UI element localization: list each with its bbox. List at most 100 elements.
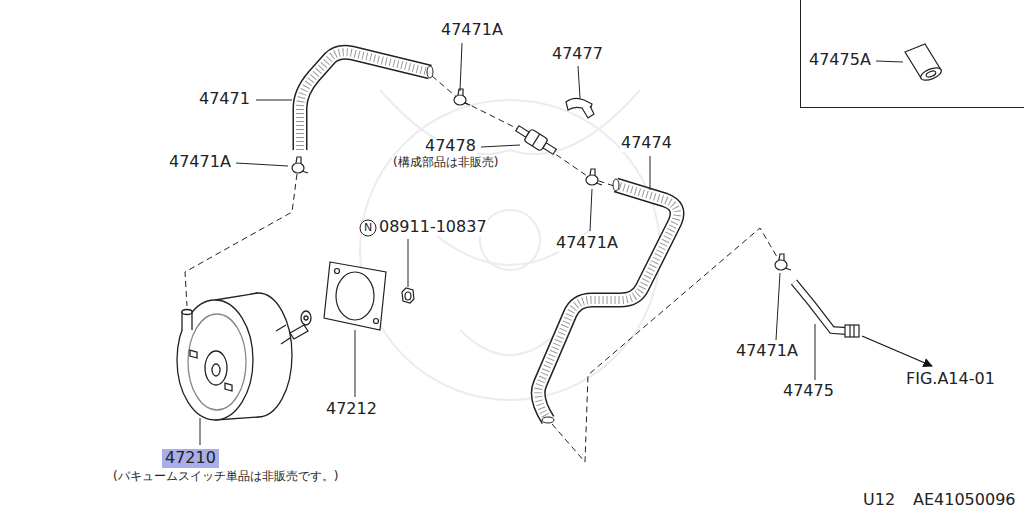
mounting-stud	[190, 350, 197, 358]
pipe-fitting	[845, 325, 859, 337]
hose-body	[538, 185, 677, 420]
leader-line	[408, 239, 409, 287]
push-rod	[290, 325, 308, 339]
part-number: 47471	[198, 91, 251, 108]
booster-bore	[212, 364, 220, 376]
hose-clamps	[292, 89, 791, 270]
figure-reference: FIG.A14-01	[905, 371, 996, 388]
booster-front-shell	[177, 300, 253, 420]
part-number: 47477	[551, 46, 604, 63]
hose-end	[427, 66, 433, 78]
leader-line	[200, 418, 201, 445]
hose-texture	[538, 185, 677, 420]
nut-body	[402, 288, 414, 303]
standard-part-mark: N	[364, 222, 372, 234]
hose-clamp	[775, 254, 791, 270]
hose-end	[613, 179, 619, 191]
watermark-ring	[360, 100, 660, 400]
hose-outline	[300, 52, 430, 150]
rubber-sleeve	[905, 44, 943, 83]
part-number: 47471A	[555, 235, 619, 252]
page-code: U12	[862, 492, 896, 509]
pipe-outline	[794, 282, 846, 331]
leader-line	[256, 100, 292, 101]
nut-bore	[405, 292, 411, 300]
mounting-stud	[225, 383, 232, 391]
inset-panel: 47475A	[800, 0, 1024, 108]
valve-seam	[532, 134, 539, 146]
clevis	[301, 311, 311, 325]
dashed-line	[432, 76, 524, 132]
valve-body	[524, 129, 548, 151]
dashed-line	[185, 174, 297, 306]
gasket-plate	[324, 262, 386, 330]
hose-clip	[566, 98, 594, 118]
leader-line	[815, 324, 816, 380]
pipe-body	[794, 282, 846, 331]
leader-line	[236, 163, 288, 166]
leader-line	[578, 66, 580, 98]
part-number: 47471A	[168, 154, 232, 171]
clamp-tab	[590, 169, 602, 185]
fitting-ridge	[853, 325, 854, 337]
part-number: 47471A	[440, 22, 504, 39]
part-number: 47474	[620, 135, 673, 152]
leader-line	[776, 273, 780, 340]
booster-rib	[188, 314, 246, 410]
hose-clamp	[586, 169, 602, 185]
leader-line	[355, 330, 356, 397]
leader-lines	[200, 43, 903, 445]
leader-line	[876, 61, 903, 62]
gasket-opening	[336, 272, 374, 320]
clevis-hole	[304, 316, 308, 320]
hose-clamp	[454, 89, 470, 105]
sleeve-bore	[925, 70, 936, 78]
watermark-horn	[380, 90, 640, 154]
part-number: 47210	[165, 450, 216, 467]
booster-edge	[215, 293, 258, 300]
hose-texture	[300, 52, 430, 150]
brake-booster	[177, 293, 311, 420]
standard-part-mark	[360, 220, 376, 236]
clamp-tab	[779, 254, 791, 270]
part-number: 47475	[782, 383, 835, 400]
drawing-code: AE41050096	[912, 492, 1017, 509]
leader-line	[590, 189, 592, 231]
sleeve-end	[919, 65, 943, 83]
sale-note: (バキュームスイッチ単品は非販売です。)	[112, 470, 339, 483]
leader-line	[650, 156, 651, 190]
clamp-tab	[458, 89, 470, 105]
check-valve	[514, 122, 559, 157]
hose-clamp	[292, 157, 308, 173]
gasket-hole	[335, 269, 340, 274]
fitting-ridge	[849, 325, 850, 337]
hose-outline	[538, 185, 677, 420]
part-number: 47478	[424, 138, 477, 155]
gasket-hole	[374, 319, 379, 324]
dashed-routing	[185, 76, 780, 462]
watermark-crest	[480, 210, 540, 270]
leader-line	[481, 145, 520, 147]
part-number: 08911-10837	[378, 219, 488, 236]
part-number: 47471A	[735, 343, 799, 360]
gasket	[324, 262, 386, 330]
part-number: 47212	[325, 401, 378, 418]
nipple-end	[182, 310, 192, 315]
vacuum-hose	[538, 179, 677, 423]
leader-line	[460, 43, 462, 91]
nut	[402, 288, 414, 303]
hose-body	[300, 52, 430, 150]
vacuum-hose	[300, 52, 433, 150]
watermark	[360, 90, 660, 400]
hose-end	[542, 417, 554, 423]
dashed-line	[548, 149, 614, 186]
booster-hub	[205, 351, 227, 385]
clip-leg	[582, 106, 594, 118]
part-number: 47475A	[809, 52, 871, 69]
rear-stud	[276, 325, 290, 344]
vacuum-pipe	[794, 282, 859, 337]
sale-note: (構成部品は非販売)	[392, 156, 499, 169]
